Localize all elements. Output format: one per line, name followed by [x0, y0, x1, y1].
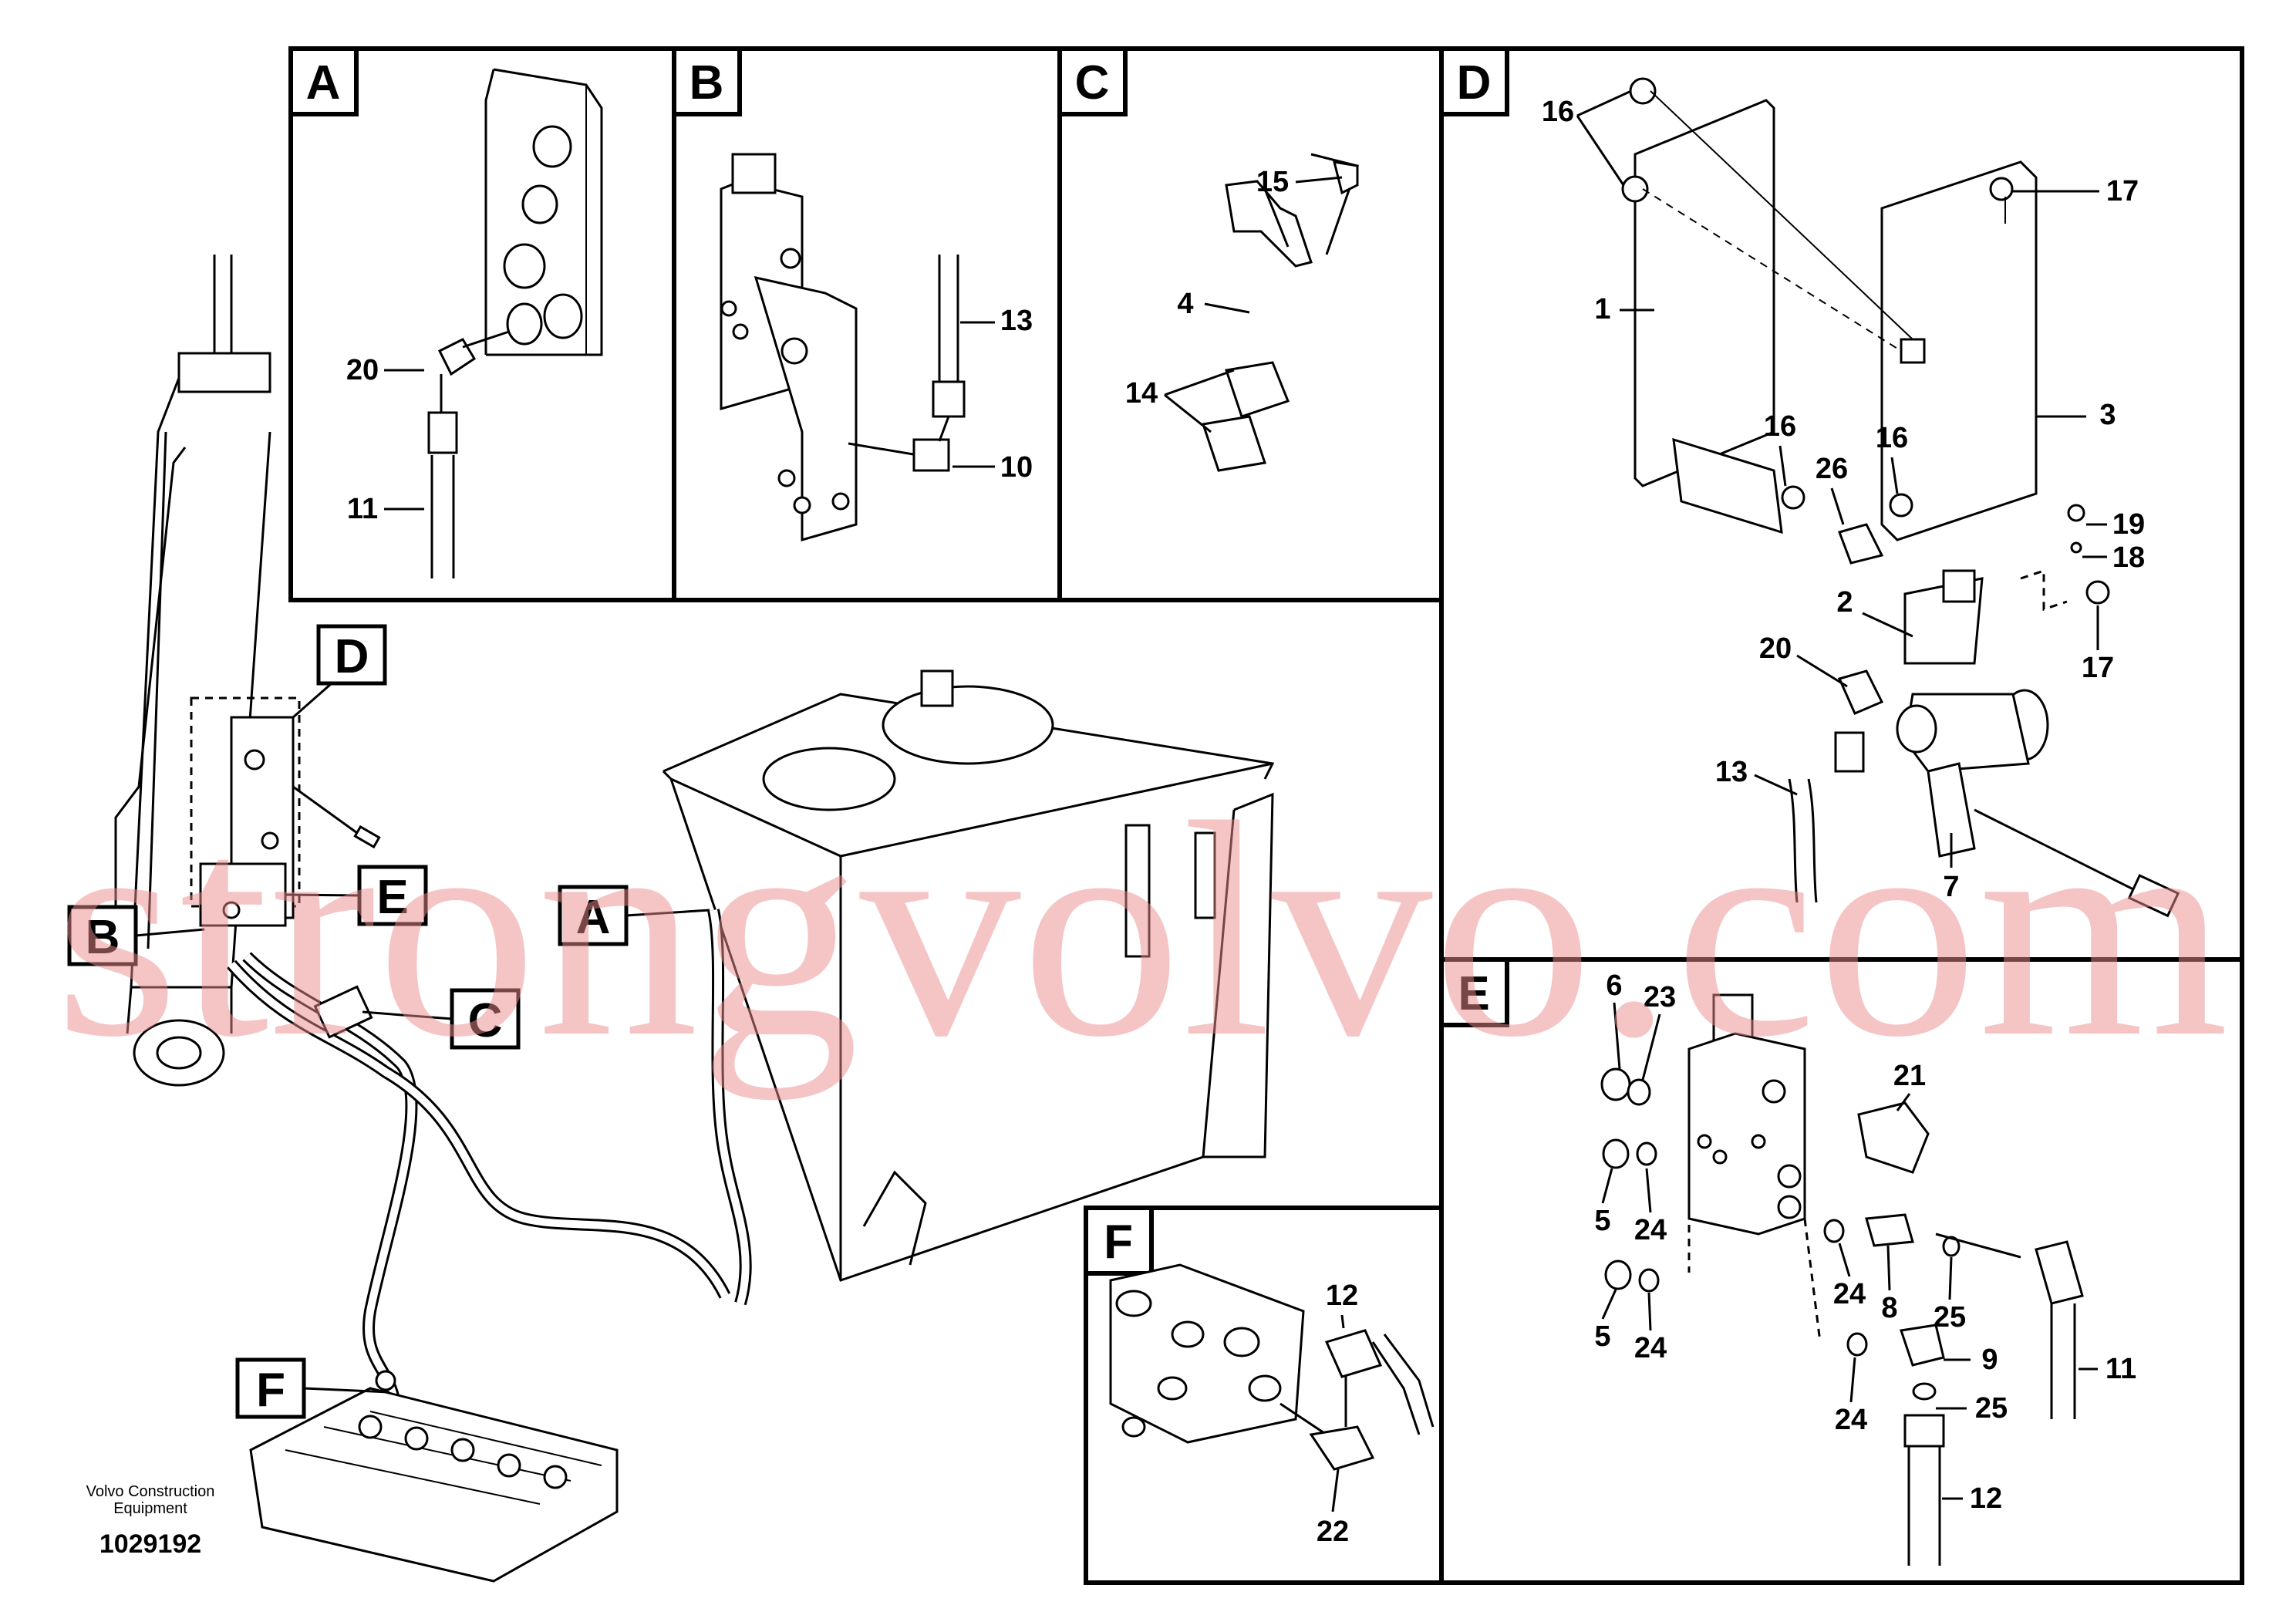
- label-11-e: 11: [2106, 1353, 2136, 1385]
- company-line-2: Equipment: [113, 1500, 187, 1517]
- overview-callout-a: A: [558, 885, 710, 946]
- drawing-number: 1029192: [99, 1529, 201, 1559]
- callout-e-text: E: [376, 871, 408, 924]
- label-14: 14: [1125, 377, 1158, 410]
- label-21: 21: [1893, 1060, 1926, 1092]
- watermark-text: strongvolvo.com: [54, 759, 2229, 1101]
- label-17-bottom: 17: [2082, 652, 2114, 684]
- panel-tab-e: E: [1439, 957, 1509, 1027]
- callout-d-text: D: [335, 630, 369, 683]
- label-16-top: 16: [1542, 96, 1574, 128]
- panel-d-drawing: [1621, 77, 2180, 918]
- label-20-a: 20: [346, 354, 379, 386]
- panel-f-letter: F: [1104, 1216, 1133, 1269]
- overview-callout-c: C: [362, 988, 521, 1050]
- panel-c-drawing: [1202, 153, 1359, 472]
- overview-drawing: [114, 255, 1275, 1583]
- overview-callout-f: F: [235, 1357, 390, 1419]
- label-26: 26: [1816, 453, 1848, 485]
- label-5-upper: 5: [1594, 1205, 1610, 1237]
- label-16-mid-right: 16: [1876, 422, 1908, 454]
- panel-b-drawing: [720, 153, 966, 541]
- label-24-upper-left: 24: [1634, 1214, 1667, 1246]
- callout-c-text: C: [468, 994, 503, 1047]
- label-3: 3: [2099, 399, 2116, 431]
- company-line-1: Volvo Construction: [86, 1483, 215, 1500]
- label-24-lower-left: 24: [1634, 1332, 1667, 1364]
- label-24-mid: 24: [1833, 1278, 1866, 1310]
- panel-b-letter: B: [689, 56, 724, 110]
- label-7: 7: [1943, 871, 1959, 903]
- label-17-top: 17: [2106, 175, 2139, 207]
- panel-e-drawing: [1600, 993, 2084, 1566]
- label-11-a: 11: [347, 493, 378, 525]
- label-23: 23: [1644, 981, 1676, 1013]
- panel-frames: [288, 46, 2244, 1585]
- label-4: 4: [1177, 288, 1193, 320]
- label-9: 9: [1981, 1344, 1998, 1376]
- panel-tab-a: A: [288, 46, 359, 116]
- callout-a-text: A: [576, 891, 611, 944]
- panel-tab-f: F: [1084, 1206, 1154, 1276]
- overview-callout-e: E: [285, 865, 428, 926]
- panel-c-letter: C: [1075, 56, 1110, 110]
- label-13-b: 13: [1000, 305, 1033, 337]
- label-18: 18: [2112, 541, 2145, 574]
- label-16-mid-left: 16: [1764, 410, 1796, 443]
- callout-b-text: B: [86, 911, 120, 964]
- panel-d-letter: D: [1457, 56, 1492, 110]
- label-12-f: 12: [1326, 1280, 1358, 1312]
- label-2: 2: [1836, 586, 1853, 619]
- panel-tab-d: D: [1439, 46, 1509, 116]
- label-20-d: 20: [1759, 632, 1792, 665]
- overview-callout-d: D: [292, 624, 387, 719]
- label-19: 19: [2112, 508, 2145, 541]
- panel-f-drawing: [1109, 1263, 1435, 1471]
- panel-e-letter: E: [1458, 967, 1489, 1020]
- panel-a-letter: A: [306, 56, 341, 110]
- label-24-lower-right: 24: [1835, 1404, 1867, 1436]
- overview-callout-b: B: [67, 905, 205, 966]
- label-6: 6: [1606, 969, 1622, 1002]
- label-13-d: 13: [1715, 756, 1748, 788]
- panel-tab-b: B: [672, 46, 742, 116]
- label-8: 8: [1881, 1292, 1897, 1324]
- panel-a-drawing: [427, 68, 603, 578]
- label-15: 15: [1256, 166, 1289, 198]
- callout-f-text: F: [256, 1364, 285, 1417]
- label-10-b: 10: [1000, 451, 1033, 484]
- label-1: 1: [1594, 293, 1610, 325]
- label-12-e: 12: [1970, 1482, 2002, 1515]
- label-5-lower: 5: [1594, 1320, 1610, 1353]
- label-25-lower: 25: [1975, 1392, 2008, 1425]
- label-22: 22: [1317, 1516, 1349, 1548]
- label-25-upper: 25: [1934, 1301, 1966, 1334]
- panel-tab-c: C: [1057, 46, 1128, 116]
